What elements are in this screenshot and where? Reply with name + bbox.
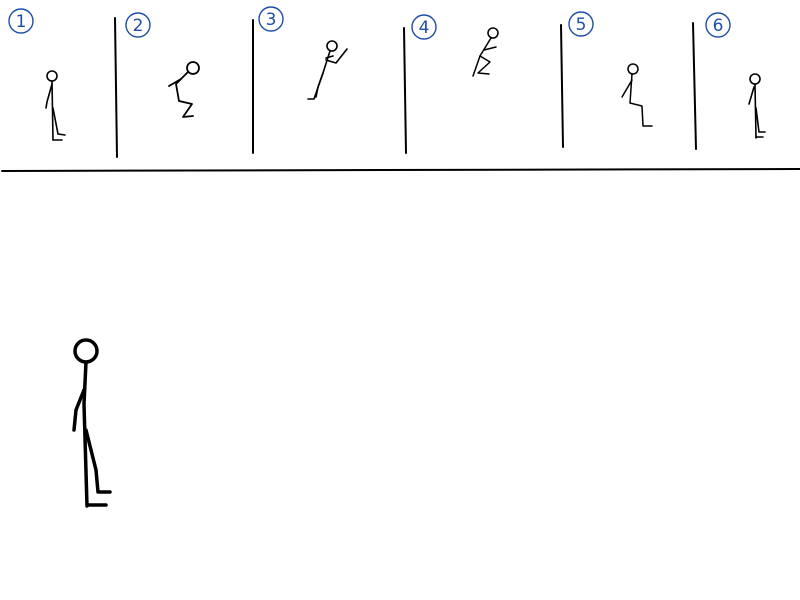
frame-number: 6 <box>713 16 724 36</box>
stick-figure-jumping <box>307 40 348 100</box>
frame-number: 1 <box>16 12 27 32</box>
frame-number-badge: 4 <box>411 14 437 40</box>
frame-number: 3 <box>266 10 277 30</box>
stick-figure-standing <box>45 70 66 141</box>
divider-4-5 <box>560 24 564 148</box>
frame-number-badge: 1 <box>8 8 34 34</box>
frame-6[interactable]: 6 <box>705 12 766 139</box>
frame-4[interactable]: 4 <box>411 14 499 77</box>
frame-number: 4 <box>419 18 430 38</box>
timeline-baseline <box>1 168 800 172</box>
frame-number-badge: 6 <box>705 12 731 38</box>
divider-1-2 <box>114 17 118 158</box>
frame-2[interactable]: 2 <box>125 12 200 118</box>
frame-number: 5 <box>576 15 587 35</box>
preview-stick-figure[interactable] <box>72 338 112 508</box>
stick-figure-tucked <box>472 27 499 77</box>
stick-figure-standing <box>748 73 766 139</box>
frame-3[interactable]: 3 <box>258 6 348 100</box>
frame-dividers <box>114 17 697 158</box>
frame-5[interactable]: 5 <box>568 11 653 127</box>
stick-figure-landing <box>621 63 653 127</box>
stick-figure-crouching <box>168 61 200 118</box>
frame-number-badge: 5 <box>568 11 594 37</box>
frame-number: 2 <box>133 16 144 36</box>
frame-number-badge: 2 <box>125 12 151 38</box>
divider-3-4 <box>403 27 407 154</box>
frame-1[interactable]: 1 <box>8 8 66 141</box>
frame-number-badge: 3 <box>258 6 284 32</box>
divider-5-6 <box>692 22 697 150</box>
